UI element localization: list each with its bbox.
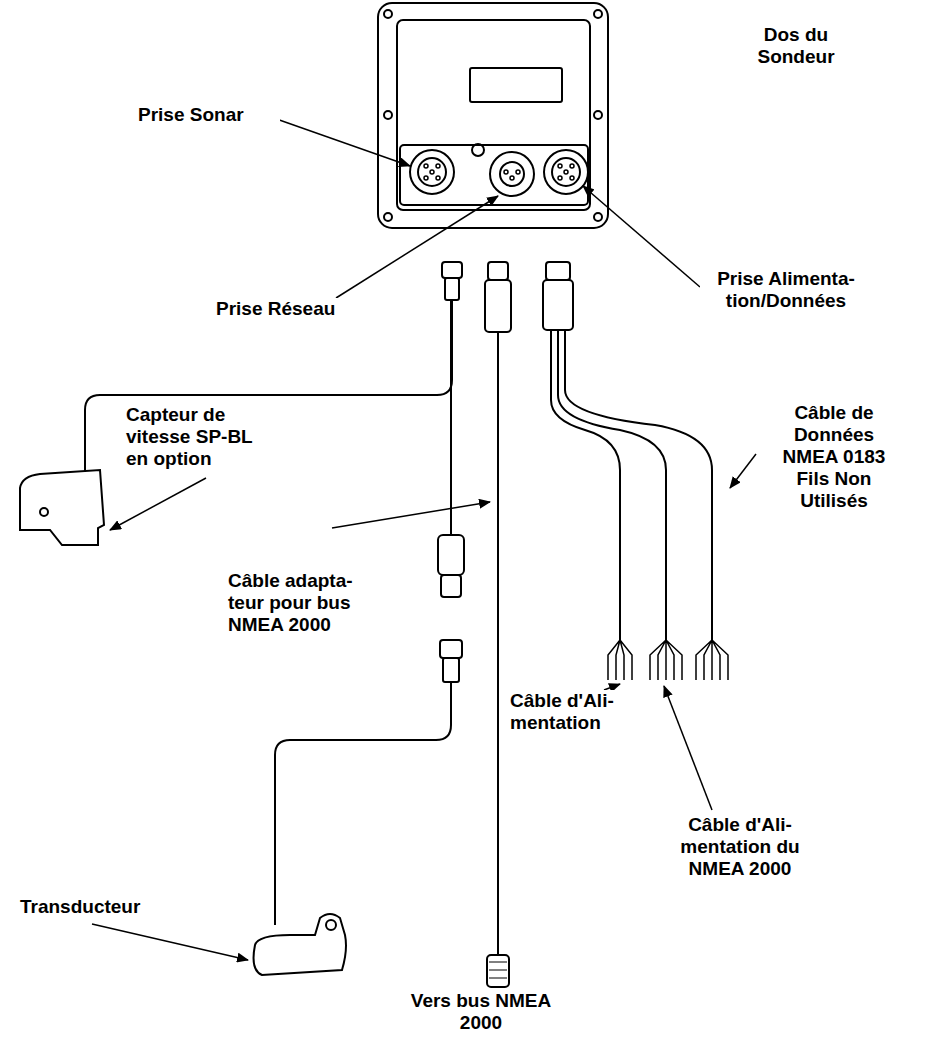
sensor-cable [85,300,452,478]
speed-sensor [20,470,104,545]
unit-slot [470,68,562,102]
cable-label: Câble de Données NMEA 0183 Fils Non Util… [770,402,898,512]
network-socket [490,152,534,196]
cable-label: Câble adapta-teur pour bus NMEA 2000 [226,570,372,636]
power-wires [551,330,620,640]
power-plug [543,280,573,330]
transducer [254,914,346,975]
socket-label: Prise Réseau [214,298,378,320]
unit-recess [397,20,590,210]
socket-label: Prise Alimenta-tion/Données [700,268,872,312]
power-socket [544,150,588,194]
unit-housing [378,3,608,228]
transducer-cable [450,300,452,535]
cable-label: Câble d'Ali-mentation du NMEA 2000 [668,814,812,880]
nmea2000-cable [497,332,499,955]
cable-label: Câble d'Ali-mentation [508,690,642,734]
unit-title: Dos du Sondeur [742,24,850,68]
socket-label: Prise Sonar [136,104,280,126]
part-label: Capteur de vitesse SP-BL en option [124,404,278,470]
sonar-socket [410,150,454,194]
bus-label: Vers bus NMEA 2000 [396,990,566,1034]
part-label: Transducteur [18,896,172,918]
nmea2000-plug [485,280,511,332]
connector-panel [400,145,588,205]
